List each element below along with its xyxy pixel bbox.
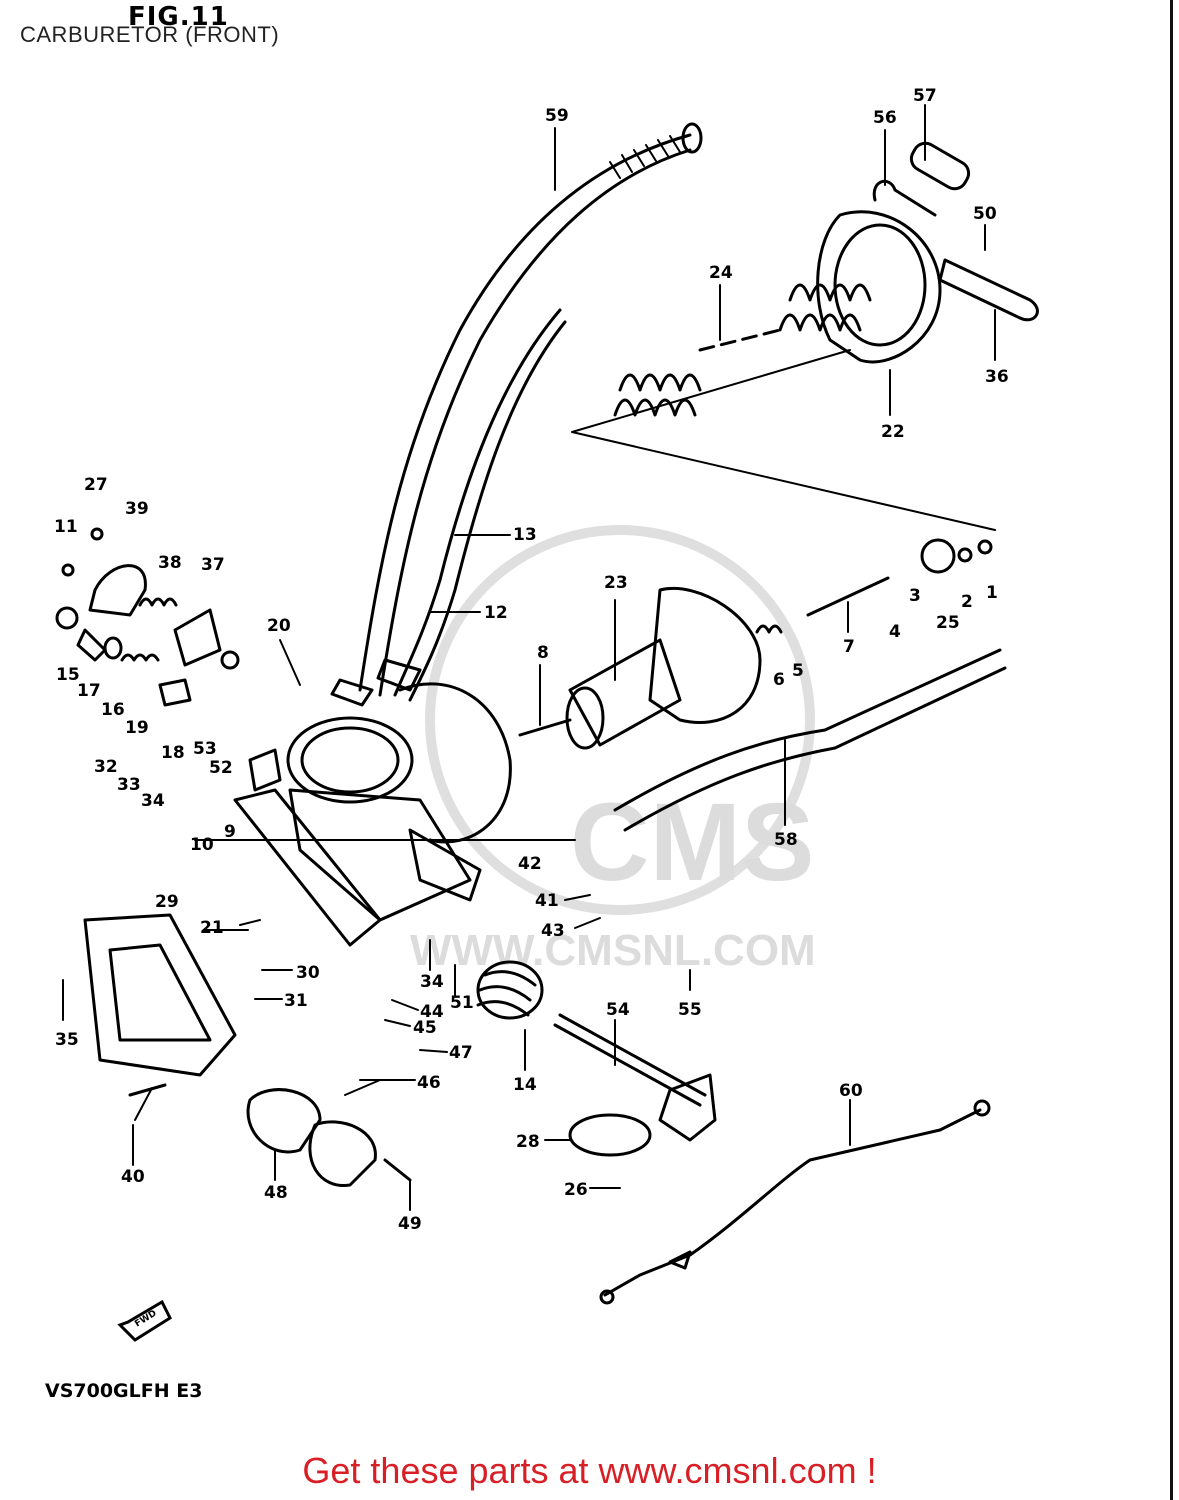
part-label: 23 (604, 573, 628, 593)
pilot-assembly (55, 527, 240, 707)
cable-60 (599, 1099, 991, 1305)
watermark-brand: CMS (570, 781, 814, 904)
part-label: 31 (284, 991, 308, 1011)
part-label: 53 (193, 739, 217, 759)
hose-58 (613, 648, 1007, 832)
part-label: 35 (55, 1030, 79, 1050)
part-label: 12 (484, 603, 508, 623)
part-label: 33 (117, 775, 141, 795)
hose-13-12 (330, 308, 567, 707)
part-label: 59 (545, 106, 569, 126)
part-label: 15 (56, 665, 80, 685)
part-label: 40 (121, 1167, 145, 1187)
vacuum-piston-23 (518, 538, 993, 750)
part-label: 10 (190, 835, 214, 855)
part-labels: 1 2 3 4 5 6 7 8 9 10 11 12 13 14 15 16 1… (54, 86, 1009, 1234)
part-label: 34 (141, 791, 165, 811)
part-label: 19 (125, 718, 149, 738)
part-label: 36 (985, 367, 1009, 387)
part-label: 16 (101, 700, 125, 720)
part-label: 50 (973, 204, 997, 224)
part-label: 54 (606, 1000, 630, 1020)
part-label: 32 (94, 757, 118, 777)
part-label: 28 (516, 1132, 540, 1152)
part-label: 45 (413, 1018, 437, 1038)
part-label: 38 (158, 553, 182, 573)
figure-number: FIG.11 (128, 2, 229, 32)
part-label: 29 (155, 892, 179, 912)
part-label: 46 (417, 1073, 441, 1093)
part-label: 14 (513, 1075, 537, 1095)
part-label: 25 (936, 613, 960, 633)
part-label: 51 (450, 993, 474, 1013)
part-label: 39 (125, 499, 149, 519)
watermark-url: WWW.CMSNL.COM (410, 926, 816, 975)
part-label: 6 (773, 670, 785, 690)
part-label: 44 (420, 1002, 444, 1022)
part-label: 26 (564, 1180, 588, 1200)
part-label: 57 (913, 86, 937, 106)
part-label: 47 (449, 1043, 473, 1063)
part-label: 52 (209, 758, 233, 778)
part-label: 60 (839, 1081, 863, 1101)
part-label: 11 (54, 517, 78, 537)
part-label: 37 (201, 555, 225, 575)
part-label: 20 (267, 616, 291, 636)
part-label: 49 (398, 1214, 422, 1234)
part-label: 48 (264, 1183, 288, 1203)
throttle-shaft-54 (553, 1013, 717, 1157)
part-label: 58 (774, 830, 798, 850)
carburetor-body (233, 682, 512, 947)
part-label: 2 (961, 592, 973, 612)
part-label: 8 (537, 643, 549, 663)
model-code: VS700GLFH E3 (45, 1380, 203, 1402)
part-label: 4 (889, 622, 901, 642)
float-48 (246, 1088, 412, 1188)
part-label: 42 (518, 854, 542, 874)
hose-59 (358, 122, 703, 697)
part-label: 17 (77, 681, 101, 701)
watermark: CMS WWW.CMSNL.COM (410, 525, 816, 975)
part-label: 3 (909, 586, 921, 606)
float-bowl-29 (83, 913, 237, 1097)
part-label: 34 (420, 972, 444, 992)
part-label: 27 (84, 475, 108, 495)
part-label: 5 (792, 661, 804, 681)
part-label: 41 (535, 891, 559, 911)
page-edge-line (1170, 0, 1173, 1500)
part-label: 24 (709, 263, 733, 283)
part-label: 1 (986, 583, 998, 603)
part-label: 22 (881, 422, 905, 442)
top-cover-assembly (571, 141, 1039, 531)
part-label: 30 (296, 963, 320, 983)
promo-banner[interactable]: Get these parts at www.cmsnl.com ! (0, 1450, 1179, 1492)
forward-direction-arrow: FWD (117, 1299, 172, 1342)
part-label: 56 (873, 108, 897, 128)
part-label: 9 (224, 822, 236, 842)
spring-14 (476, 960, 544, 1020)
diagram-subtitle: CARBURETOR (FRONT) (20, 22, 280, 47)
part-label: 18 (161, 743, 185, 763)
part-label: 7 (843, 637, 855, 657)
part-label: 21 (200, 918, 224, 938)
part-label: 55 (678, 1000, 702, 1020)
part-label: 13 (513, 525, 537, 545)
promo-link[interactable]: Get these parts at www.cmsnl.com ! (302, 1450, 877, 1491)
leader-lines (62, 104, 996, 1211)
part-label: 43 (541, 921, 565, 941)
